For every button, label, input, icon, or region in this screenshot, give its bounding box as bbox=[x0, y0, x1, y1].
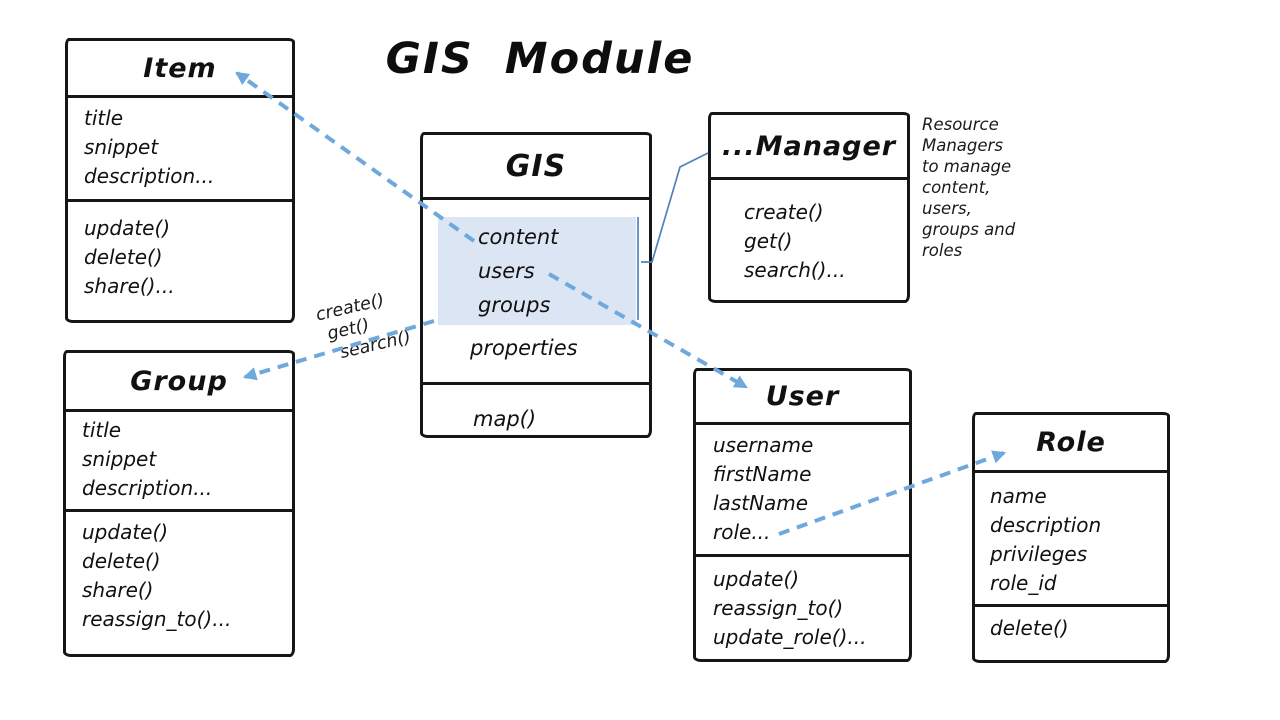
method-line: reassign_to() bbox=[713, 596, 844, 620]
note-line: Managers bbox=[922, 136, 1003, 155]
diagram-title: GIS Module bbox=[385, 34, 695, 84]
method-line: get() bbox=[744, 229, 793, 253]
class-box-gis: GIS content users groups properties map(… bbox=[420, 132, 652, 438]
attributes-section-user: username firstName lastName role... bbox=[696, 425, 909, 557]
attributes-section-role: name description privileges role_id bbox=[975, 473, 1167, 607]
class-name-group: Group bbox=[66, 353, 292, 412]
attribute-line: title bbox=[82, 418, 122, 442]
method-line: map() bbox=[473, 407, 537, 431]
methods-section-role: delete() bbox=[975, 607, 1167, 643]
method-line: create() bbox=[744, 200, 824, 224]
method-line: reassign_to()... bbox=[82, 607, 232, 631]
attribute-line: properties bbox=[470, 336, 578, 360]
attributes-section-item: title snippet description... bbox=[68, 98, 292, 202]
methods-section-user: update() reassign_to() update_role()... bbox=[696, 557, 909, 652]
attribute-line: snippet bbox=[84, 135, 159, 159]
highlighted-attributes-block: content users groups bbox=[438, 217, 636, 325]
class-name-role: Role bbox=[975, 415, 1167, 473]
attribute-line: users bbox=[478, 259, 535, 283]
methods-section-item: update() delete() share()... bbox=[68, 202, 292, 301]
methods-section-manager: create() get() search()... bbox=[711, 180, 907, 285]
class-name-manager: ...Manager bbox=[711, 115, 907, 180]
attribute-line: firstName bbox=[713, 462, 812, 486]
attribute-line: lastName bbox=[713, 491, 809, 515]
attribute-line: description bbox=[990, 513, 1102, 537]
manager-note: Resource Managers to manage content, use… bbox=[922, 114, 1047, 261]
note-line: Resource bbox=[922, 115, 999, 134]
method-line: delete() bbox=[84, 245, 163, 269]
method-line: update() bbox=[84, 216, 171, 240]
methods-section-gis: map() bbox=[423, 385, 649, 436]
attribute-line: content bbox=[478, 225, 559, 249]
method-line: delete() bbox=[990, 616, 1069, 640]
class-box-user: User username firstName lastName role...… bbox=[693, 368, 912, 662]
method-line: share() bbox=[82, 578, 154, 602]
attribute-line: description... bbox=[82, 476, 213, 500]
attribute-line: role_id bbox=[990, 571, 1057, 595]
method-line: delete() bbox=[82, 549, 161, 573]
attributes-section-group: title snippet description... bbox=[66, 412, 292, 512]
attribute-line: snippet bbox=[82, 447, 157, 471]
class-name-user: User bbox=[696, 371, 909, 425]
attribute-line: name bbox=[990, 484, 1047, 508]
method-line: share()... bbox=[84, 274, 175, 298]
method-line: update() bbox=[713, 567, 800, 591]
attribute-line: groups bbox=[478, 293, 551, 317]
attribute-line: role... bbox=[713, 520, 771, 544]
class-box-group: Group title snippet description... updat… bbox=[63, 350, 295, 657]
class-name-item: Item bbox=[68, 41, 292, 98]
note-line: roles bbox=[922, 241, 963, 260]
attribute-line: privileges bbox=[990, 542, 1088, 566]
methods-section-group: update() delete() share() reassign_to().… bbox=[66, 512, 292, 634]
class-box-manager: ...Manager create() get() search()... bbox=[708, 112, 910, 303]
attribute-line: username bbox=[713, 433, 814, 457]
class-box-role: Role name description privileges role_id… bbox=[972, 412, 1170, 663]
note-line: users, bbox=[922, 199, 972, 218]
note-line: to manage bbox=[922, 157, 1012, 176]
gis-group-arrow-label: create() get() search() bbox=[314, 286, 413, 367]
method-line: update_role()... bbox=[713, 625, 867, 649]
note-line: content, bbox=[922, 178, 991, 197]
method-line: update() bbox=[82, 520, 169, 544]
attribute-line: title bbox=[84, 106, 124, 130]
method-line: search()... bbox=[744, 258, 846, 282]
attribute-line: description... bbox=[84, 164, 215, 188]
note-line: groups and bbox=[922, 220, 1016, 239]
class-box-item: Item title snippet description... update… bbox=[65, 38, 295, 323]
class-name-gis: GIS bbox=[423, 135, 649, 200]
attributes-section-gis: content users groups properties bbox=[423, 217, 649, 385]
